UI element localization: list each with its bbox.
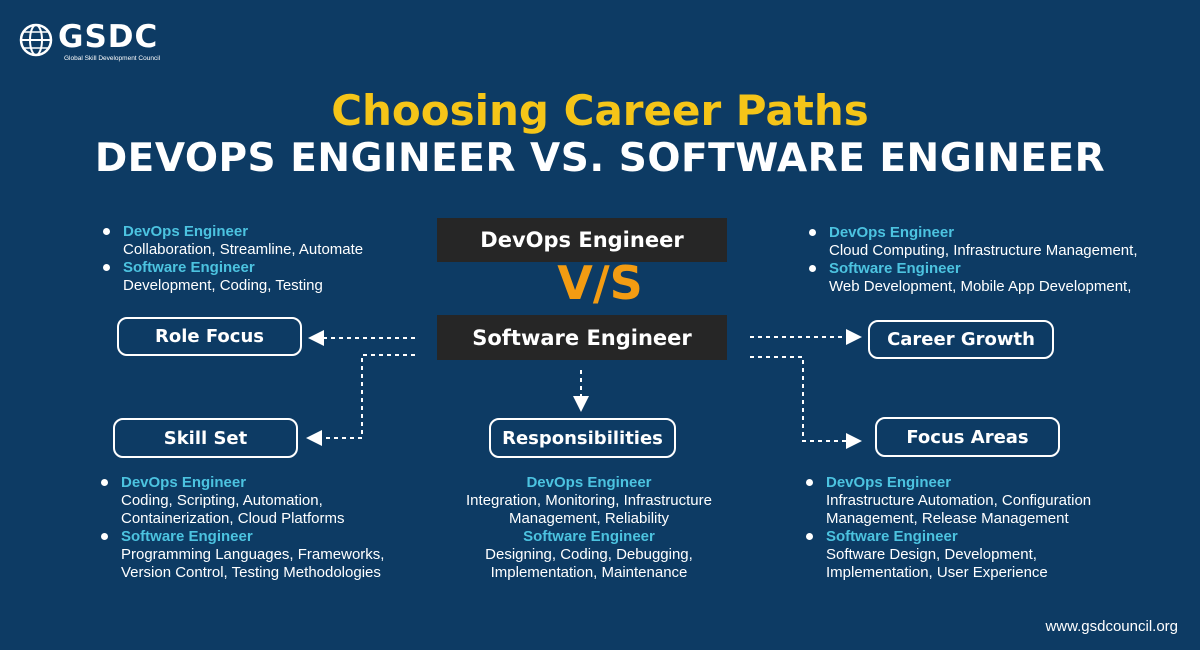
skill-set-details: DevOps Engineer Coding, Scripting, Autom… [101,474,441,582]
responsibilities-node: Responsibilities [489,418,676,458]
bullet-icon [806,533,813,540]
bullet-icon [103,228,110,235]
logo-name: GSDC [58,19,159,55]
career-growth-details: DevOps Engineer Cloud Computing, Infrast… [809,224,1189,296]
vs-label: V/S [557,256,643,310]
bullet-icon [101,479,108,486]
list-item: DevOps Engineer Collaboration, Streamlin… [103,223,423,259]
devops-engineer-box: DevOps Engineer [437,218,727,262]
devops-heading: DevOps Engineer [829,224,955,241]
page-title: Choosing Career Paths [331,86,869,135]
list-item: Software Engineer Development, Coding, T… [103,259,423,295]
software-line2: Implementation, Maintenance [490,564,688,581]
list-item: DevOps Engineer Cloud Computing, Infrast… [809,224,1189,260]
career-growth-node: Career Growth [868,320,1054,359]
devops-heading: DevOps Engineer [526,474,652,491]
list-item: DevOps Engineer Infrastructure Automatio… [806,474,1156,528]
page-subtitle: DEVOPS ENGINEER VS. SOFTWARE ENGINEER [94,136,1106,181]
software-line1: Programming Languages, Frameworks, [121,546,385,563]
focus-areas-node: Focus Areas [875,417,1060,457]
devops-line1: Integration, Monitoring, Infrastructure [466,492,712,509]
bullet-icon [809,265,816,272]
devops-text: Collaboration, Streamline, Automate [123,241,364,258]
focus-areas-details: DevOps Engineer Infrastructure Automatio… [806,474,1156,582]
devops-line2: Management, Reliability [508,510,670,527]
role-focus-details: DevOps Engineer Collaboration, Streamlin… [103,223,423,295]
software-line2: Implementation, User Experience [826,564,1048,581]
bullet-icon [103,264,110,271]
devops-line1: Coding, Scripting, Automation, [121,492,323,509]
software-line2: Version Control, Testing Methodologies [121,564,381,581]
devops-line2: Management, Release Management [826,510,1069,527]
devops-heading: DevOps Engineer [123,223,249,240]
list-item: Software Engineer Software Design, Devel… [806,528,1156,582]
list-item: Software Engineer Web Development, Mobil… [809,260,1189,296]
software-line1: Software Design, Development, [826,546,1037,563]
website-url[interactable]: www.gsdcouncil.org [1045,618,1178,635]
globe-icon [19,23,53,57]
arrow-to-focus-areas [750,356,862,449]
devops-line1: Infrastructure Automation, Configuration [826,492,1092,509]
software-heading: Software Engineer [826,528,958,545]
bullet-icon [101,533,108,540]
role-focus-node: Role Focus [117,317,302,356]
list-item: DevOps Engineer Coding, Scripting, Autom… [101,474,441,528]
devops-line2: Containerization, Cloud Platforms [121,510,345,527]
skill-set-node: Skill Set [113,418,298,458]
software-line1: Designing, Coding, Debugging, [485,546,693,563]
software-text: Web Development, Mobile App Development, [829,278,1132,295]
software-heading: Software Engineer [829,260,961,277]
arrow-to-skill-set [306,354,415,446]
devops-heading: DevOps Engineer [826,474,952,491]
bullet-icon [806,479,813,486]
software-engineer-box: Software Engineer [437,315,727,360]
bullet-icon [809,229,816,236]
devops-heading: DevOps Engineer [121,474,247,491]
software-heading: Software Engineer [523,528,655,545]
software-heading: Software Engineer [121,528,253,545]
logo-subtitle: Global Skill Development Council [64,55,161,62]
gsdc-logo: GSDC Global Skill Development Council [18,18,178,64]
list-item: Software Engineer Programming Languages,… [101,528,441,582]
software-text: Development, Coding, Testing [123,277,323,294]
software-heading: Software Engineer [123,259,255,276]
devops-text: Cloud Computing, Infrastructure Manageme… [829,242,1138,259]
responsibilities-details: DevOps Engineer Integration, Monitoring,… [420,474,758,582]
